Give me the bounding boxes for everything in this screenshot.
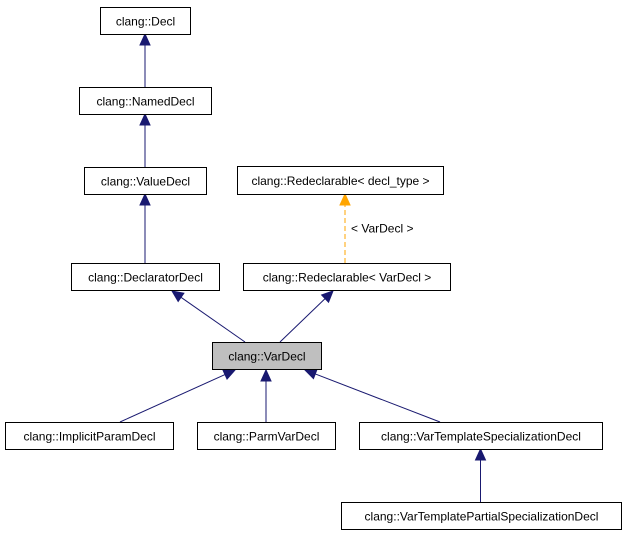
edge-label: < VarDecl >: [351, 222, 413, 236]
node-box: [237, 166, 444, 195]
node-box: [197, 422, 336, 450]
edge-var-to-declarator: [171, 290, 246, 343]
node-redecl_v[interactable]: clang::Redeclarable< VarDecl >: [243, 263, 451, 291]
edge-var-to-redecl_v: [279, 290, 334, 343]
node-label: clang::VarTemplatePartialSpecializationD…: [365, 510, 599, 524]
node-label: clang::ValueDecl: [101, 175, 190, 189]
node-label: clang::Decl: [116, 15, 175, 29]
edge-line: [180, 296, 246, 343]
node-label: clang::Redeclarable< decl_type >: [251, 174, 429, 188]
arrowhead-icon: [222, 369, 237, 381]
arrowhead-icon: [260, 368, 272, 382]
node-box: [100, 7, 191, 35]
arrowhead-icon: [303, 368, 318, 380]
node-box: [84, 167, 207, 195]
edge-vts-to-var: [303, 368, 441, 423]
node-box: [212, 342, 322, 370]
node-box: [243, 263, 451, 291]
arrowhead-icon: [139, 192, 151, 206]
node-redecl_t[interactable]: clang::Redeclarable< decl_type >: [237, 166, 444, 195]
edge-vtps-to-vts: [474, 447, 487, 502]
node-vtps[interactable]: clang::VarTemplatePartialSpecializationD…: [341, 502, 622, 530]
node-box: [5, 422, 174, 450]
node-box: [71, 263, 220, 291]
node-declarator[interactable]: clang::DeclaratorDecl: [71, 263, 220, 291]
edge-line: [315, 373, 441, 423]
node-label: clang::ImplicitParamDecl: [23, 430, 155, 444]
edge-named-to-decl: [139, 32, 151, 87]
edge-declarator-to-value: [139, 192, 151, 263]
node-box: [359, 422, 603, 450]
arrowhead-icon: [171, 290, 185, 303]
edge-redecl_v-to-redecl_t: < VarDecl >: [339, 192, 413, 263]
node-implicit[interactable]: clang::ImplicitParamDecl: [5, 422, 174, 450]
edge-line: [279, 298, 326, 343]
edge-implicit-to-var: [119, 369, 237, 423]
edge-parm-to-var: [260, 368, 272, 422]
node-label: clang::VarDecl: [228, 350, 305, 364]
node-label: clang::DeclaratorDecl: [88, 271, 203, 285]
node-decl[interactable]: clang::Decl: [100, 7, 191, 35]
arrowhead-icon: [139, 32, 151, 46]
node-box: [79, 87, 212, 115]
node-label: clang::Redeclarable< VarDecl >: [263, 271, 432, 285]
edge-line: [119, 374, 226, 423]
node-vts[interactable]: clang::VarTemplateSpecializationDecl: [359, 422, 603, 450]
node-parm[interactable]: clang::ParmVarDecl: [197, 422, 336, 450]
arrowhead-icon: [139, 112, 151, 126]
node-label: clang::NamedDecl: [96, 95, 194, 109]
arrowhead-icon: [474, 447, 487, 461]
node-var[interactable]: clang::VarDecl: [212, 342, 322, 370]
node-named[interactable]: clang::NamedDecl: [79, 87, 212, 115]
arrowhead-icon: [320, 290, 334, 304]
arrowhead-icon: [339, 192, 351, 206]
node-label: clang::ParmVarDecl: [214, 430, 320, 444]
node-label: clang::VarTemplateSpecializationDecl: [381, 430, 581, 444]
node-box: [341, 502, 622, 530]
node-value[interactable]: clang::ValueDecl: [84, 167, 207, 195]
edge-value-to-named: [139, 112, 151, 167]
